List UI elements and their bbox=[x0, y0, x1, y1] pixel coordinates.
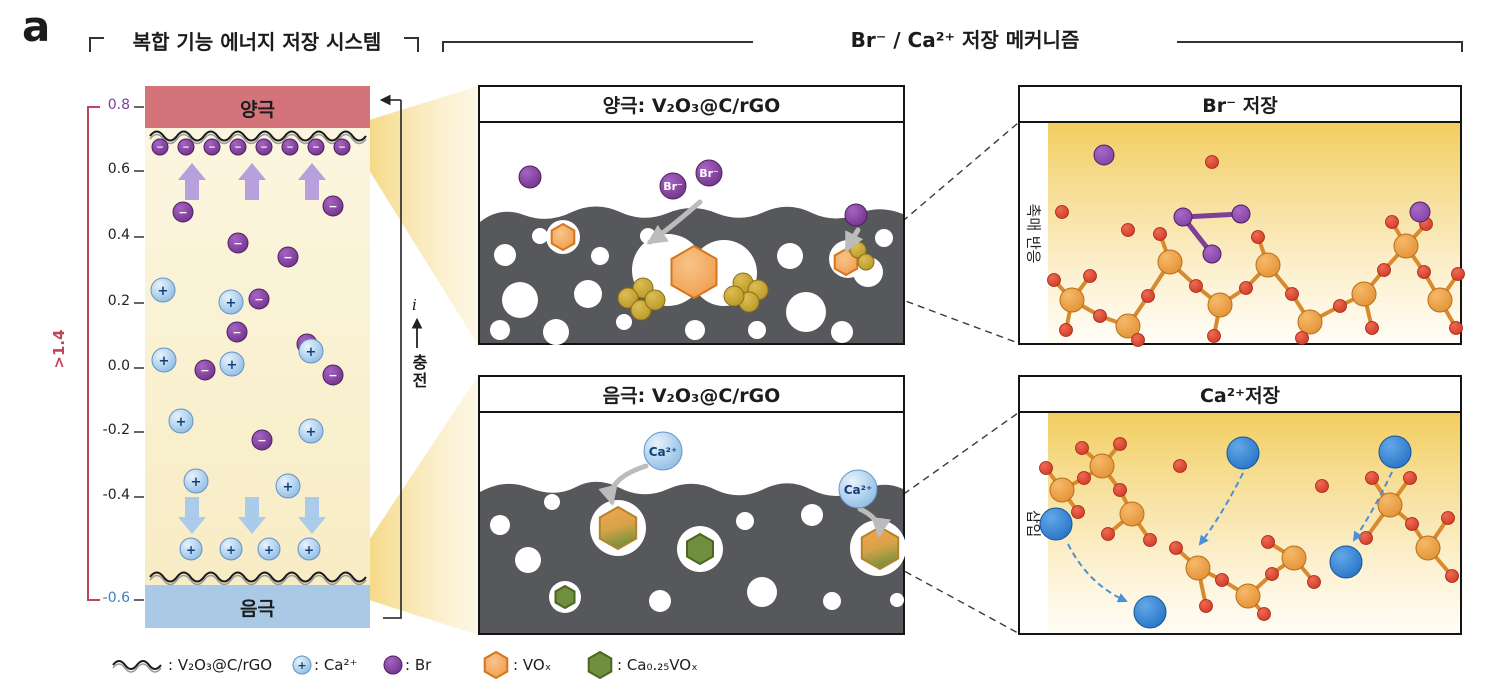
cathode-label: 양극 bbox=[240, 99, 275, 121]
anion-up-arrows bbox=[178, 163, 326, 200]
svg-text:−: − bbox=[286, 143, 294, 153]
axis-tick-label: 0.8 bbox=[107, 97, 130, 113]
adsorbed-cation-row: + + + + bbox=[179, 537, 321, 561]
svg-text:−: − bbox=[200, 364, 209, 377]
svg-text:−: − bbox=[328, 369, 337, 382]
highlight-beam-cathode bbox=[369, 86, 478, 345]
svg-text:+: + bbox=[264, 543, 274, 557]
charge-label: 충전 bbox=[409, 354, 428, 390]
svg-text:−: − bbox=[178, 206, 187, 219]
br-storage-title: Br⁻ 저장 bbox=[1020, 87, 1460, 123]
ca-storage-title: Ca²⁺저장 bbox=[1020, 377, 1460, 413]
br-legend-icon bbox=[383, 655, 403, 675]
voltage-gap-bracket bbox=[87, 106, 100, 601]
axis-tick-label: 0.2 bbox=[107, 293, 130, 309]
axis-tick-label: -0.2 bbox=[102, 422, 130, 438]
ca-storage-background bbox=[1048, 413, 1460, 633]
svg-text:+: + bbox=[226, 543, 236, 557]
cathode-panel-title: 양극: V₂O₃@C/rGO bbox=[480, 87, 903, 123]
cation-down-arrows bbox=[178, 497, 326, 534]
br-storage-panel: Br⁻ 저장 촉매 반응 bbox=[1018, 85, 1462, 345]
highlight-beam-anode bbox=[369, 376, 478, 635]
catalysis-side-label: 촉매 반응 bbox=[1020, 123, 1048, 343]
svg-text:+: + bbox=[227, 358, 238, 373]
legend-electrode-label: : V₂O₃@C/rGO bbox=[168, 656, 273, 674]
cathode-coating-squiggle bbox=[149, 130, 367, 142]
svg-text:−: − bbox=[260, 143, 268, 153]
svg-text:+: + bbox=[306, 425, 317, 440]
svg-text:−: − bbox=[208, 143, 216, 153]
svg-text:+: + bbox=[158, 284, 169, 299]
cathode-coating-squiggle bbox=[149, 133, 367, 145]
catalysis-side-label-text: 촉매 반응 bbox=[1024, 203, 1043, 263]
electrolyte-cations: + + + + + + + + + bbox=[150, 277, 324, 499]
legend-vox-label: : VOₓ bbox=[513, 656, 552, 674]
svg-text:+: + bbox=[191, 475, 202, 490]
anode-coating-squiggle bbox=[149, 574, 367, 586]
legend-cavox-label: : Ca₀.₂₅VOₓ bbox=[617, 656, 698, 674]
axis-tick-label: 0.6 bbox=[107, 161, 130, 177]
adsorbed-anion-row: − − − − − − − − bbox=[151, 138, 351, 156]
svg-text:+: + bbox=[306, 345, 317, 360]
svg-text:−: − bbox=[302, 338, 311, 351]
svg-text:+: + bbox=[186, 543, 196, 557]
voltage-gap-label: >1.4 bbox=[50, 329, 68, 369]
squiggle-legend-icon bbox=[112, 660, 162, 670]
axis-tick-label: 0.0 bbox=[107, 358, 130, 374]
electrolyte-region bbox=[145, 128, 370, 585]
svg-text:+: + bbox=[159, 354, 170, 369]
electrolyte-anions: − − − − − − − − − − bbox=[172, 195, 344, 451]
svg-text:+: + bbox=[176, 415, 187, 430]
left-section-header: 복합 기능 에너지 저장 시스템 bbox=[132, 30, 382, 54]
anode-panel-title: 음극: V₂O₃@C/rGO bbox=[480, 377, 903, 413]
cell-bracket bbox=[383, 100, 402, 619]
svg-text:−: − bbox=[257, 434, 266, 447]
figure-panel-label: a bbox=[22, 2, 51, 51]
svg-text:−: − bbox=[234, 143, 242, 153]
svg-text:+: + bbox=[226, 296, 237, 311]
current-label: i bbox=[412, 296, 417, 314]
svg-text:−: − bbox=[283, 251, 292, 264]
axis-tick-label: 0.4 bbox=[107, 227, 130, 243]
squiggle-legend-icon bbox=[112, 663, 162, 673]
legend-br-label: : Br bbox=[405, 656, 432, 674]
right-section-header: Br⁻ / Ca²⁺ 저장 메커니즘 bbox=[850, 28, 1080, 52]
br-storage-background bbox=[1048, 123, 1460, 343]
axis-tick-label: -0.4 bbox=[102, 487, 130, 503]
svg-text:−: − bbox=[156, 143, 164, 153]
anode-coating-squiggle bbox=[149, 571, 367, 583]
legend-ca-label: : Ca²⁺ bbox=[314, 656, 358, 674]
vox-legend-icon bbox=[483, 650, 509, 680]
svg-text:−: − bbox=[254, 293, 263, 306]
cavox-legend-icon bbox=[587, 650, 613, 680]
svg-text:−: − bbox=[182, 143, 190, 153]
svg-text:−: − bbox=[232, 326, 241, 339]
ca-legend-icon: + bbox=[292, 655, 312, 675]
svg-text:+: + bbox=[297, 659, 306, 672]
svg-text:−: − bbox=[328, 200, 337, 213]
axis-tick-label: -0.6 bbox=[102, 590, 130, 606]
anode-label: 음극 bbox=[240, 598, 275, 620]
svg-text:−: − bbox=[338, 143, 346, 153]
ca-storage-panel: Ca²⁺저장 삽입 bbox=[1018, 375, 1462, 635]
svg-text:+: + bbox=[304, 543, 314, 557]
svg-text:−: − bbox=[312, 143, 320, 153]
insertion-side-label: 삽입 bbox=[1020, 413, 1048, 633]
cathode-mechanism-panel: 양극: V₂O₃@C/rGO bbox=[478, 85, 905, 345]
insertion-side-label-text: 삽입 bbox=[1024, 509, 1043, 537]
svg-text:+: + bbox=[283, 480, 294, 495]
anode-mechanism-panel: 음극: V₂O₃@C/rGO bbox=[478, 375, 905, 635]
cell-diagram: − − − − − − − − − bbox=[87, 86, 423, 628]
svg-text:−: − bbox=[233, 237, 242, 250]
voltage-axis-ticks bbox=[134, 106, 144, 601]
